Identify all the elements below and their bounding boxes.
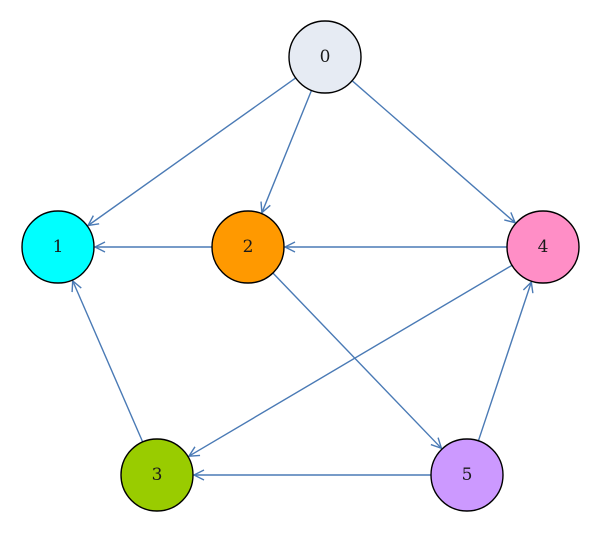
nodes-layer: 0 1 2 3 4 5 <box>21 20 580 512</box>
node-0: 0 <box>288 20 362 94</box>
edges-layer <box>73 77 532 475</box>
node-circle-0 <box>288 20 362 94</box>
node-5: 5 <box>430 438 504 512</box>
node-label-0: 0 <box>320 47 331 67</box>
node-circle-3 <box>120 438 194 512</box>
edge-0-to-4 <box>351 80 515 223</box>
node-circle-5 <box>430 438 504 512</box>
node-label-2: 2 <box>243 237 254 257</box>
node-label-3: 3 <box>152 465 163 485</box>
node-4: 4 <box>506 210 580 284</box>
edge-5-to-4 <box>477 282 531 442</box>
node-2: 2 <box>211 210 285 284</box>
node-label-4: 4 <box>538 237 549 257</box>
edge-2-to-5 <box>272 272 442 448</box>
edge-3-to-1 <box>73 281 144 443</box>
node-circle-2 <box>211 210 285 284</box>
node-label-5: 5 <box>462 465 473 485</box>
edge-0-to-1 <box>88 77 297 226</box>
edge-4-to-3 <box>189 264 513 456</box>
node-circle-4 <box>506 210 580 284</box>
node-circle-1 <box>21 210 95 284</box>
edge-0-to-2 <box>262 90 313 212</box>
node-1: 1 <box>21 210 95 284</box>
node-label-1: 1 <box>53 237 64 257</box>
node-3: 3 <box>120 438 194 512</box>
